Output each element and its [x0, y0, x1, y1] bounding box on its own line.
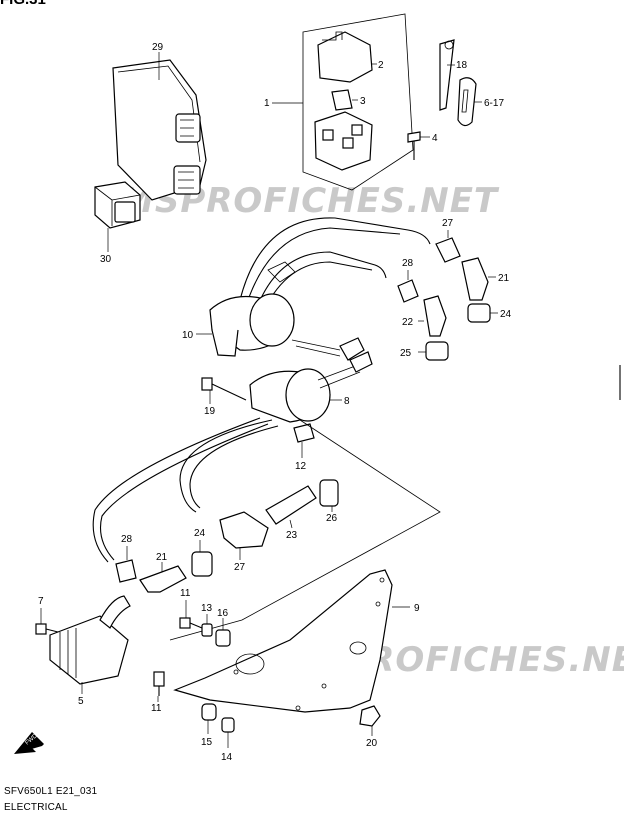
callout-4: 4 — [432, 133, 438, 144]
callout-27-lower: 27 — [234, 562, 246, 573]
callout-21-lower: 21 — [156, 552, 168, 563]
callout-19: 19 — [204, 406, 216, 417]
plug-cap-21-lower — [139, 565, 187, 593]
spacer-12 — [293, 423, 315, 443]
callout-12: 12 — [295, 461, 307, 472]
callout-13: 13 — [201, 603, 213, 614]
callout-11-lower: 11 — [151, 703, 162, 714]
callout-27-upper: 27 — [442, 218, 454, 229]
callout-21-upper: 21 — [498, 273, 510, 284]
callout-3: 3 — [360, 96, 366, 107]
ignition-coil-10 — [209, 217, 431, 361]
callout-26: 26 — [326, 513, 338, 524]
relay-assembly-box — [302, 13, 414, 191]
callout-18: 18 — [456, 60, 468, 71]
callout-7: 7 — [38, 596, 44, 607]
plug-cap-27-lower — [219, 511, 269, 549]
callout-24-lower: 24 — [194, 528, 206, 539]
callout-15: 15 — [201, 737, 213, 748]
callout-16: 16 — [217, 608, 229, 619]
seal-28-lower — [115, 559, 137, 583]
nut-20 — [359, 705, 381, 727]
relay-cover-2 — [317, 31, 373, 83]
diagram-title: ELECTRICAL — [4, 802, 68, 813]
grommet-13 — [201, 623, 213, 637]
ignition-coil-8 — [92, 351, 373, 563]
bolt-19 — [201, 377, 247, 401]
screw-4 — [407, 131, 421, 160]
callout-10: 10 — [182, 330, 194, 341]
connector-30 — [94, 181, 141, 229]
callout-20: 20 — [366, 738, 378, 749]
relay-base — [314, 111, 373, 171]
callout-24-upper: 24 — [500, 309, 512, 320]
plug-cap-22 — [423, 295, 447, 337]
callout-14: 14 — [221, 752, 233, 763]
callout-1: 1 — [264, 98, 270, 109]
callout-28-upper: 28 — [402, 258, 414, 269]
bracket-9 — [173, 569, 393, 713]
callout-2: 2 — [378, 60, 384, 71]
callout-8: 8 — [344, 396, 350, 407]
bolt-7 — [35, 623, 59, 635]
bolt-11-upper — [179, 617, 203, 629]
callout-28-lower: 28 — [121, 534, 133, 545]
cable-tie-18 — [439, 39, 455, 111]
callout-11-upper: 11 — [180, 588, 191, 599]
collar-16 — [215, 629, 231, 647]
cap-24-upper — [467, 303, 491, 323]
plug-cap-27-upper — [435, 237, 461, 263]
callout-6-17: 6-17 — [484, 98, 504, 109]
callout-5: 5 — [78, 696, 84, 707]
callout-29: 29 — [152, 42, 164, 53]
callout-9: 9 — [414, 603, 420, 614]
callout-23: 23 — [286, 530, 298, 541]
plug-cap-21-upper — [461, 257, 489, 301]
fuse-3 — [331, 89, 353, 111]
cap-24-lower — [191, 551, 213, 577]
cap-25 — [425, 341, 449, 361]
regulator-5 — [49, 595, 131, 685]
cap-26 — [319, 479, 339, 507]
clamp-6-17 — [457, 77, 477, 127]
ecm-unit — [112, 59, 207, 201]
bolt-11-lower — [153, 671, 165, 696]
seal-28-upper — [397, 279, 419, 303]
callout-22: 22 — [402, 317, 414, 328]
forward-arrow-icon: FWD — [14, 732, 44, 754]
plug-cap-23 — [265, 485, 317, 525]
grommet-15 — [201, 703, 217, 721]
figure-number-fragment: FIG.31 — [0, 0, 46, 8]
collar-14 — [221, 717, 235, 733]
diagram-code: SFV650L1 E21_031 — [4, 786, 98, 797]
callout-25: 25 — [400, 348, 412, 359]
callout-30: 30 — [100, 254, 112, 265]
